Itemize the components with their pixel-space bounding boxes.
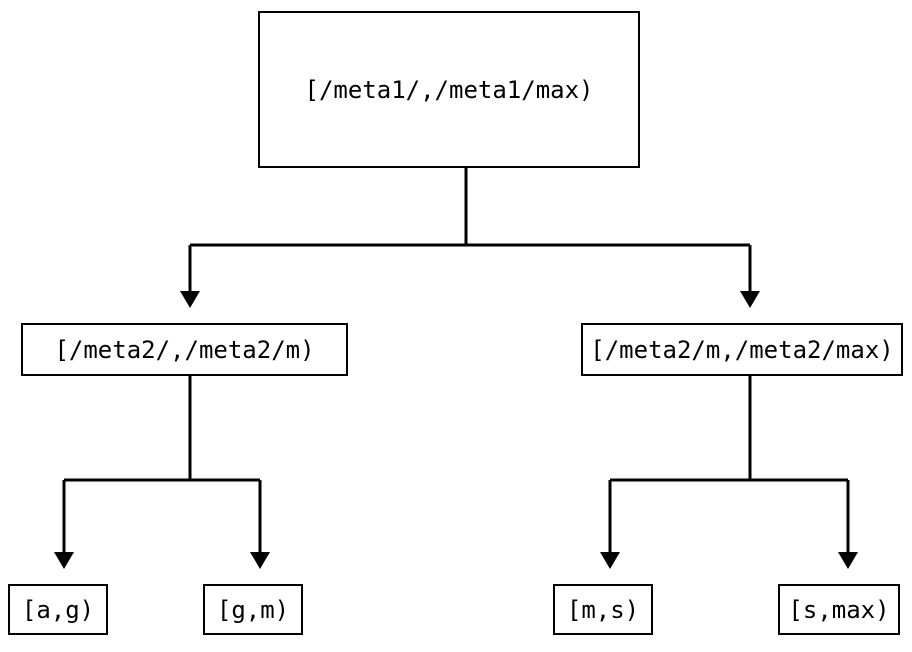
arrowhead-leaf-4 (838, 552, 858, 569)
arrowhead-mid-left (180, 291, 200, 308)
node-mid-right-label: [/meta2/m,/meta2/max) (590, 335, 894, 364)
node-leaf-g-m[interactable]: [g,m) (203, 584, 303, 635)
node-leaf-a-g-label: [a,g) (21, 595, 95, 624)
node-leaf-s-max[interactable]: [s,max) (778, 584, 900, 635)
node-leaf-g-m-label: [g,m) (216, 595, 290, 624)
node-leaf-a-g[interactable]: [a,g) (8, 584, 108, 635)
node-root-label: [/meta1/,/meta1/max) (304, 75, 594, 104)
node-root[interactable]: [/meta1/,/meta1/max) (258, 11, 640, 168)
node-leaf-m-s-label: [m,s) (566, 595, 640, 624)
arrowhead-mid-right (740, 291, 760, 308)
arrowhead-leaf-1 (54, 552, 74, 569)
node-leaf-m-s[interactable]: [m,s) (553, 584, 653, 635)
arrowhead-leaf-3 (600, 552, 620, 569)
node-leaf-s-max-label: [s,max) (788, 595, 890, 624)
node-mid-left-label: [/meta2/,/meta2/m) (54, 335, 315, 364)
arrowhead-leaf-2 (250, 552, 270, 569)
node-mid-right[interactable]: [/meta2/m,/meta2/max) (581, 323, 903, 376)
node-mid-left[interactable]: [/meta2/,/meta2/m) (21, 323, 348, 376)
